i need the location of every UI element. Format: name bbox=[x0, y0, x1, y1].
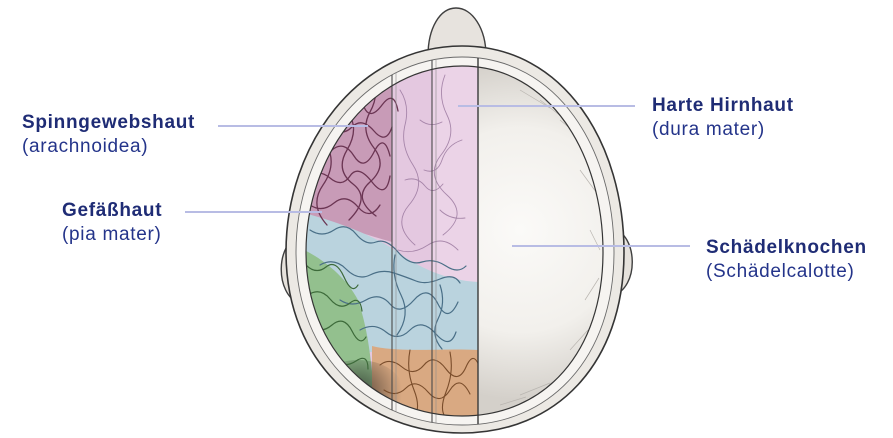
label-dura-mater-subtitle: (dura mater) bbox=[652, 118, 794, 142]
label-dura-mater: Harte Hirnhaut (dura mater) bbox=[652, 94, 794, 142]
label-pia-mater-title: Gefäßhaut bbox=[62, 199, 162, 223]
dura-mater-strip-light bbox=[432, 60, 478, 290]
label-pia-mater: Gefäßhaut (pia mater) bbox=[62, 199, 162, 247]
label-dura-mater-title: Harte Hirnhaut bbox=[652, 94, 794, 118]
label-arachnoidea-subtitle: (arachnoidea) bbox=[22, 135, 195, 159]
label-pia-mater-subtitle: (pia mater) bbox=[62, 223, 162, 247]
label-arachnoidea: Spinngewebshaut (arachnoidea) bbox=[22, 111, 195, 159]
label-skull-subtitle: (Schädelcalotte) bbox=[706, 260, 867, 284]
label-skull: Schädelknochen (Schädelcalotte) bbox=[706, 236, 867, 284]
label-arachnoidea-title: Spinngewebshaut bbox=[22, 111, 195, 135]
label-skull-title: Schädelknochen bbox=[706, 236, 867, 260]
